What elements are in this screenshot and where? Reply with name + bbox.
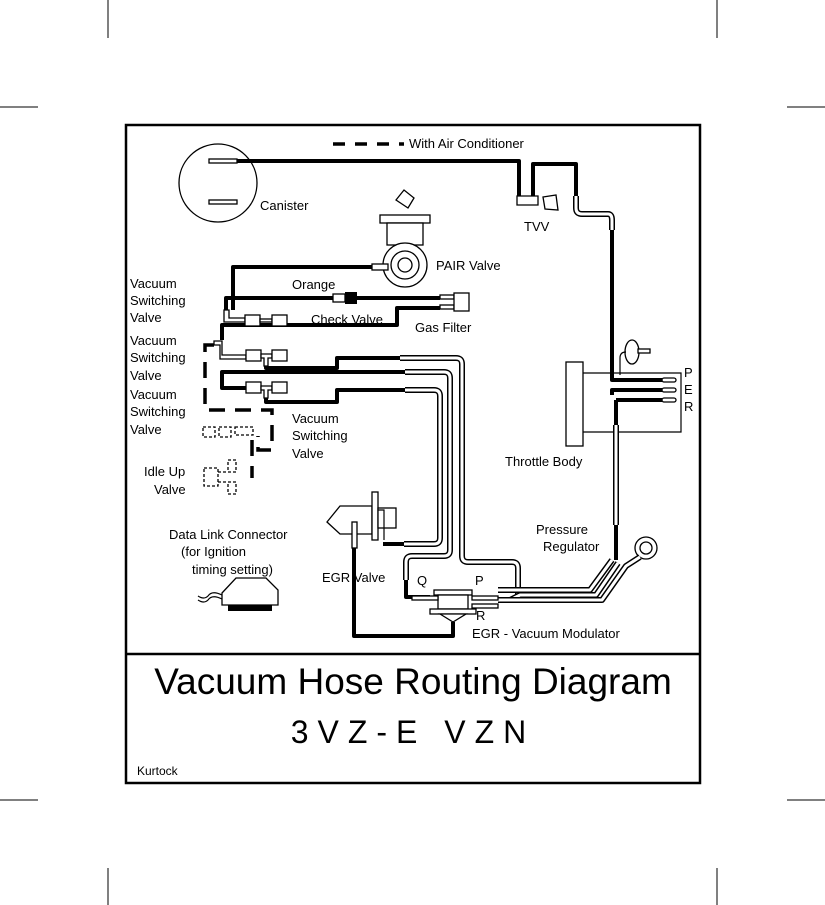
egr-valve: EGR Valve (322, 491, 397, 585)
vsv-3 (245, 381, 288, 399)
diagram-frame (124, 123, 702, 785)
engine-code: 3VZ-E VZN (291, 714, 536, 750)
hose-vsv2-throttle (264, 356, 400, 370)
idle-up-label-line1: Idle Up (144, 464, 185, 479)
data-link-connector (197, 577, 279, 611)
vsv-4-label-line2: Switching (292, 428, 348, 443)
legend: With Air Conditioner (333, 136, 525, 151)
vsv-4-label-line1: Vacuum (292, 411, 339, 426)
modulator-port-p-label: P (475, 573, 484, 588)
tvv-label: TVV (524, 219, 550, 234)
canister-label: Canister (260, 198, 309, 213)
vsv-3-label-line3: Valve (130, 422, 162, 437)
hose-regulator-modulator (498, 554, 642, 603)
data-link-label-line2: (for Ignition (181, 544, 246, 559)
hose-pair-vsv1 (231, 265, 372, 310)
gas-filter: Gas Filter (415, 292, 472, 335)
vsv-1-label-line1: Vacuum (130, 276, 177, 291)
tvv: TVV (516, 194, 559, 234)
pair-valve: PAIR Valve (379, 189, 501, 288)
vsv-2-label-line3: Valve (130, 368, 162, 383)
vsv-4-label-line3: Valve (292, 446, 324, 461)
hose-canister-tvv (237, 159, 521, 196)
port-p-label: P (684, 365, 693, 380)
check-valve-label: Check Valve (311, 312, 383, 327)
hose-ac-dashed (203, 343, 274, 452)
port-r-label: R (684, 399, 693, 414)
vsv-2 (213, 340, 288, 367)
pressure-regulator-label-line1: Pressure (536, 522, 588, 537)
vsv-1 (223, 309, 288, 327)
vsv-3-label-line1: Vacuum (130, 387, 177, 402)
legend-label: With Air Conditioner (409, 136, 525, 151)
canister: Canister (178, 143, 309, 223)
credit: Kurtock (137, 764, 179, 778)
egr-modulator-label: EGR - Vacuum Modulator (472, 626, 621, 641)
hose-modulator-egr (352, 540, 455, 638)
modulator-port-r-label: R (476, 608, 485, 623)
vsv-3-label-line2: Switching (130, 404, 186, 419)
hose-vsv3-egr (264, 388, 405, 404)
port-q-label: Q (417, 573, 427, 588)
vsv-1-label-line2: Switching (130, 293, 186, 308)
vsv-4 (202, 426, 254, 438)
egr-valve-label: EGR Valve (322, 570, 385, 585)
vsv-2-label-line2: Switching (130, 350, 186, 365)
vsv-2-label-line1: Vacuum (130, 333, 177, 348)
throttle-body-label: Throttle Body (505, 454, 583, 469)
hose-vsv3-loop (220, 370, 405, 390)
data-link-label-line3: timing setting) (192, 562, 273, 577)
pair-valve-label: PAIR Valve (436, 258, 501, 273)
egr-vacuum-modulator: Q P R EGR - Vacuum Modulator (411, 573, 621, 641)
pressure-regulator-label-line2: Regulator (543, 539, 600, 554)
hose-check-vsv2 (220, 306, 440, 340)
port-e-label: E (684, 382, 693, 397)
data-link-label-line1: Data Link Connector (169, 527, 288, 542)
vsv-1-label-line3: Valve (130, 310, 162, 325)
pressure-regulator: Pressure Regulator (536, 522, 658, 560)
orange-label: Orange (292, 277, 335, 292)
diagram-title: Vacuum Hose Routing Diagram (154, 661, 672, 702)
hose-center-doubles (400, 355, 521, 594)
gas-filter-label: Gas Filter (415, 320, 472, 335)
check-valve (332, 292, 357, 304)
hose-tvv-right (531, 162, 578, 196)
idle-up-label-line2: Valve (154, 482, 186, 497)
idle-up-valve (203, 459, 237, 495)
throttle-body: Throttle Body (505, 361, 682, 469)
sensor (619, 339, 651, 375)
